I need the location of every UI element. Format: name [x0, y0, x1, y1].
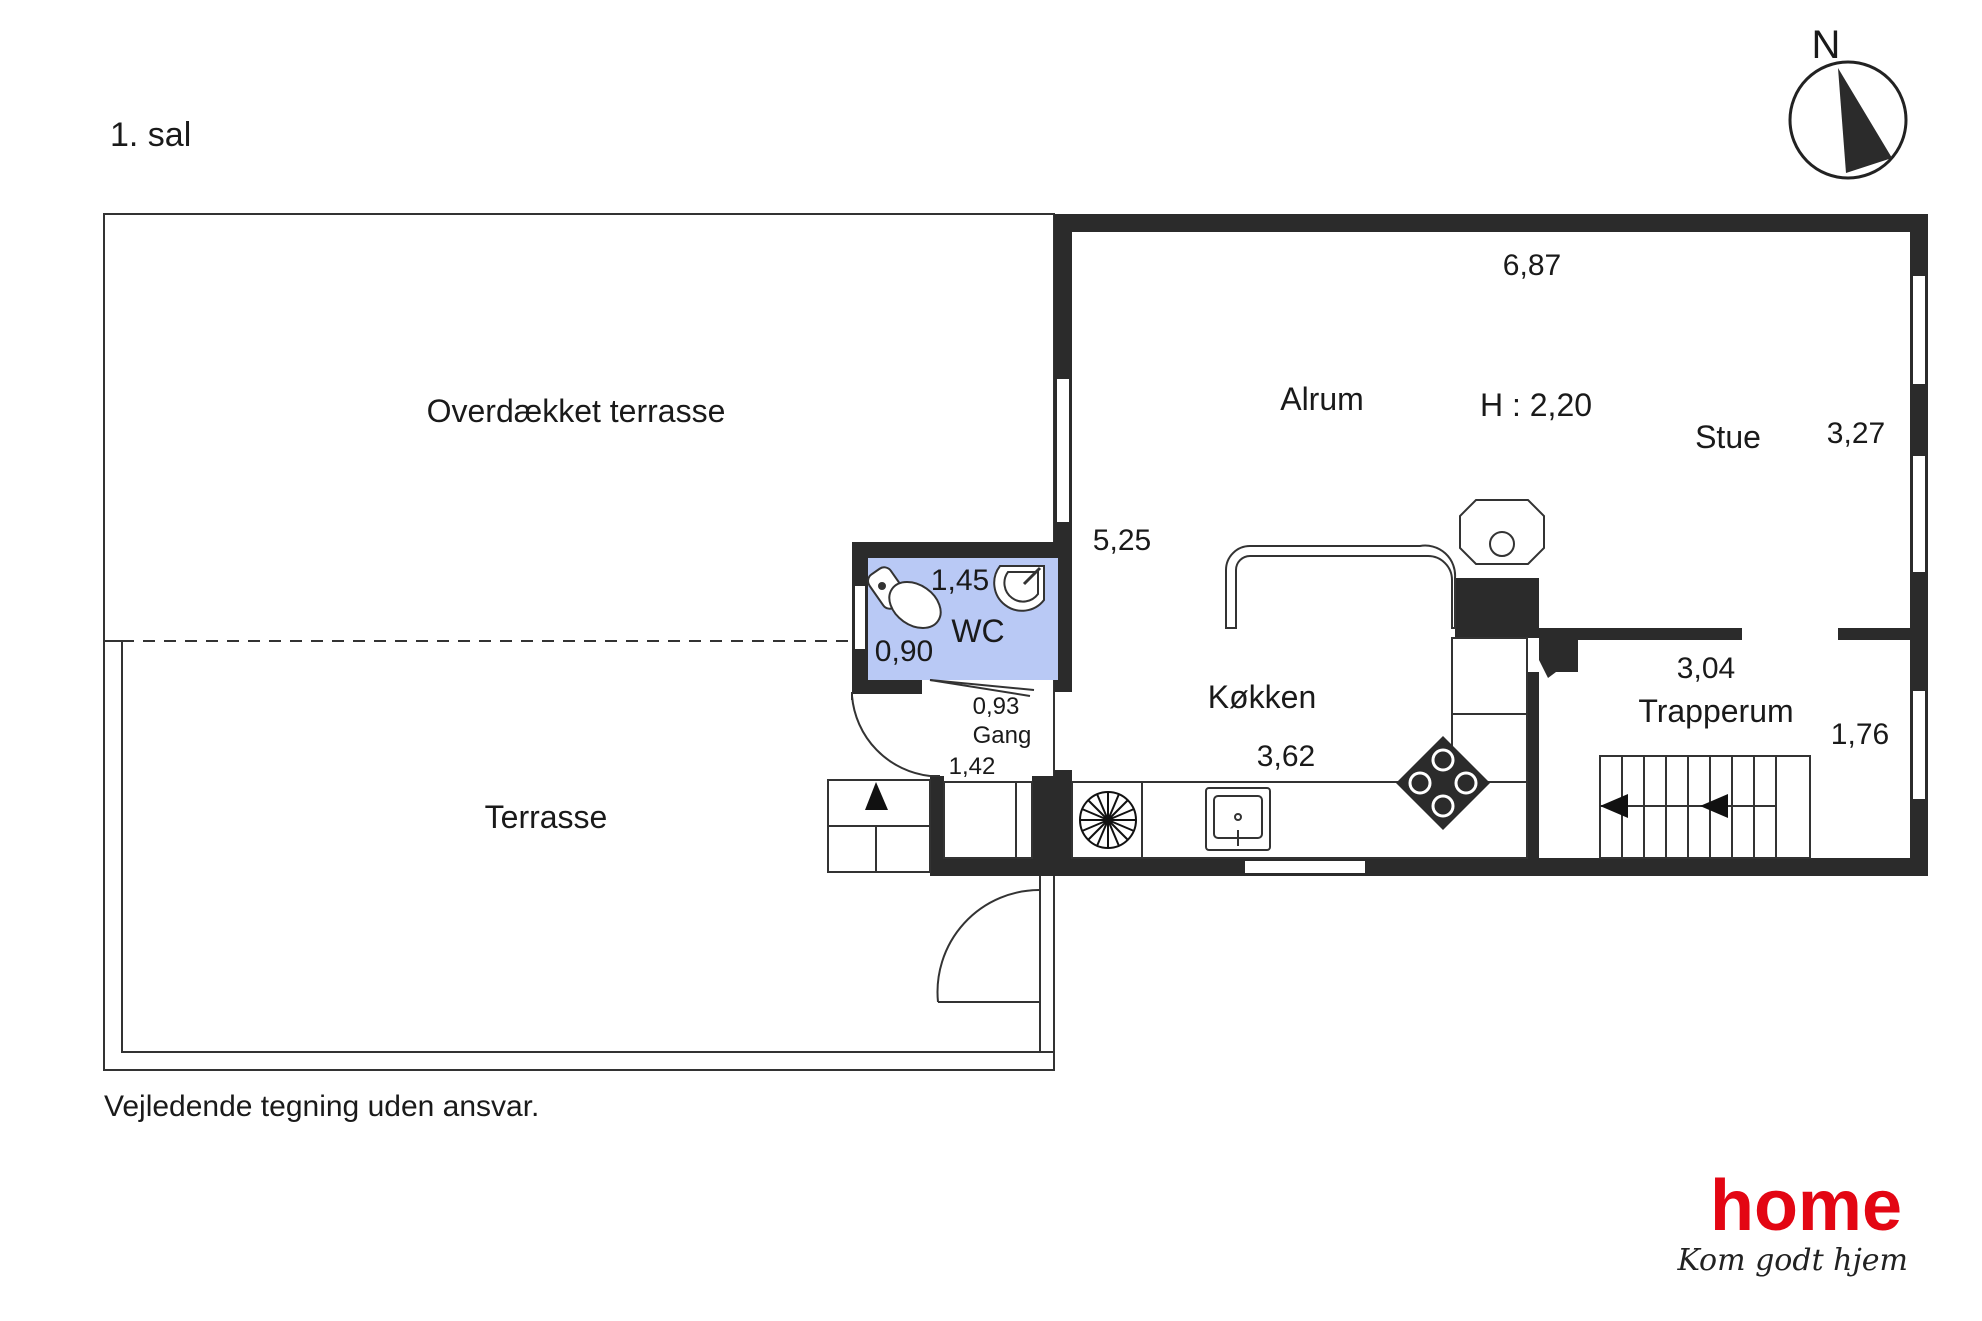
stair-arrow-icon — [1700, 794, 1728, 818]
room-label-koekken: Køkken — [1208, 679, 1316, 715]
brand-tagline: Kom godt hjem — [1676, 1243, 1908, 1278]
stair-up-arrow-icon — [865, 782, 888, 810]
dim-stue-depth: 3,27 — [1827, 417, 1885, 450]
compass-north-label: N — [1812, 23, 1841, 67]
room-label-wc: WC — [951, 613, 1004, 649]
brand-name: home — [1710, 1166, 1902, 1246]
wc-sink-icon — [993, 565, 1045, 612]
dim-trapperum-width: 3,04 — [1677, 652, 1735, 685]
room-label-stue: Stue — [1695, 419, 1761, 455]
dim-alrum-depth: 5,25 — [1093, 524, 1151, 557]
wood-stove-icon — [1459, 499, 1545, 565]
room-label-overdaekket-terrasse: Overdækket terrasse — [427, 393, 726, 429]
dim-wc-width: 1,45 — [931, 564, 989, 597]
ceiling-height-label: H : 2,20 — [1480, 387, 1592, 423]
internal-staircase — [1599, 755, 1811, 859]
brand-logo: home Kom godt hjem — [1676, 1166, 1908, 1278]
room-label-terrasse: Terrasse — [485, 799, 608, 835]
gang-cabinet — [943, 781, 1033, 859]
dim-trapperum-depth: 1,76 — [1831, 718, 1889, 751]
terrace-door-icon — [936, 888, 1041, 1003]
room-label-gang: Gang — [973, 722, 1032, 749]
wc-door-icon — [929, 679, 1035, 697]
kitchen-sink-icon — [1205, 787, 1271, 851]
cooktop-icon — [1396, 736, 1490, 830]
window-alrum-left — [1055, 377, 1071, 524]
window-wc-left — [853, 584, 867, 651]
dim-gang-depth: 1,42 — [949, 753, 996, 780]
toilet-icon — [867, 566, 942, 629]
window-stue-right-2 — [1911, 454, 1927, 574]
dim-gang-width: 0,93 — [973, 693, 1020, 720]
floor-title: 1. sal — [110, 116, 191, 154]
window-trapperum-right — [1911, 689, 1927, 801]
windows — [853, 274, 1927, 875]
fan-icon — [1079, 791, 1137, 849]
room-label-alrum: Alrum — [1280, 381, 1364, 417]
disclaimer: Vejledende tegning uden ansvar. — [104, 1090, 539, 1123]
window-stue-right-1 — [1911, 274, 1927, 386]
kitchen-island — [1225, 544, 1457, 629]
compass-ring — [1788, 60, 1908, 180]
dim-koekken-width: 3,62 — [1257, 740, 1315, 773]
compass: N — [1788, 23, 1908, 180]
dim-alrum-width: 6,87 — [1503, 249, 1561, 282]
gang-door-icon — [851, 692, 940, 777]
dim-wc-depth: 0,90 — [875, 635, 933, 668]
stair-arrow-icon — [1600, 794, 1628, 818]
external-stair — [827, 779, 931, 873]
room-label-trapperum: Trapperum — [1638, 693, 1793, 729]
compass-needle-icon — [1838, 68, 1892, 173]
window-kitchen-bottom — [1243, 859, 1367, 875]
